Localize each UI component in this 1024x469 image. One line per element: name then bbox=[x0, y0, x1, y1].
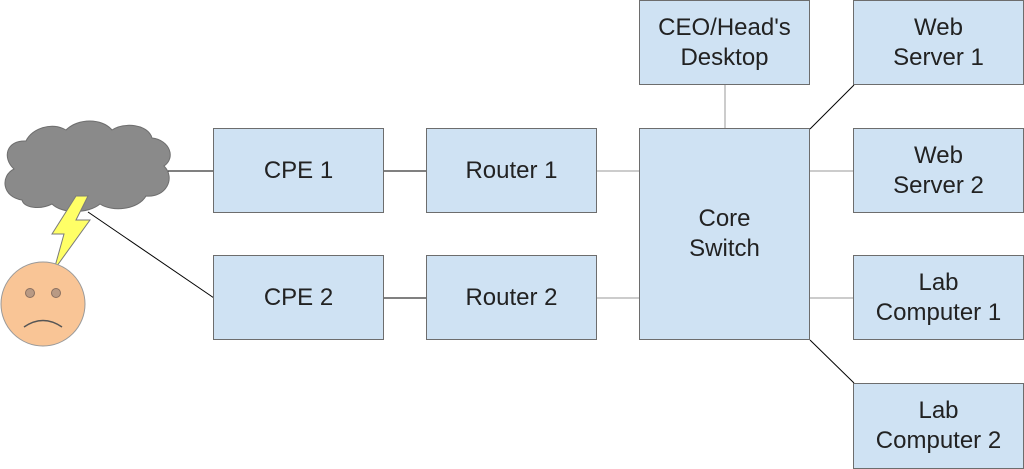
lab-computer-1-label-line-2: Computer 1 bbox=[875, 298, 1002, 326]
cpe2-label: CPE 2 bbox=[263, 283, 334, 311]
lab-computer-1-box: Lab Computer 1 bbox=[853, 255, 1024, 340]
link-switch-web1 bbox=[809, 84, 855, 130]
web-server-1-box: Web Server 1 bbox=[853, 0, 1024, 85]
ceo-desktop-box: CEO/Head's Desktop bbox=[639, 0, 810, 85]
router1-label: Router 1 bbox=[465, 156, 558, 184]
web-server-1-label-line-2: Server 1 bbox=[893, 43, 984, 71]
cpe1-box: CPE 1 bbox=[213, 128, 384, 213]
link-switch-lab2 bbox=[809, 339, 855, 384]
router2-box: Router 2 bbox=[426, 255, 597, 340]
web-server-1-label-line-1: Web bbox=[914, 13, 963, 41]
web-server-2-label-line-2: Server 2 bbox=[893, 171, 984, 199]
lab-computer-2-label-line-2: Computer 2 bbox=[875, 427, 1002, 454]
lab-computer-2-box: Lab Computer 2 bbox=[853, 383, 1024, 469]
core-switch-box: Core Switch bbox=[639, 128, 810, 340]
web-server-2-label-line-1: Web bbox=[914, 141, 963, 169]
core-switch-label-line-1: Core bbox=[698, 205, 751, 232]
lab-computer-2-label-line-1: Lab bbox=[918, 397, 959, 424]
router2-label: Router 2 bbox=[465, 283, 558, 311]
lab-computer-1-label-line-1: Lab bbox=[918, 268, 959, 296]
cpe1-label: CPE 1 bbox=[263, 156, 334, 184]
cloud-icon bbox=[4, 120, 171, 212]
core-switch-label-line-2: Switch bbox=[689, 235, 760, 262]
ceo-desktop-label-line-1: CEO/Head's bbox=[658, 13, 791, 41]
link-cloud-cpe2 bbox=[87, 211, 215, 299]
lightning-bolt-icon bbox=[51, 195, 91, 271]
sad-face-icon bbox=[0, 261, 86, 347]
ceo-desktop-label-line-2: Desktop bbox=[680, 43, 769, 71]
cpe2-box: CPE 2 bbox=[213, 255, 384, 340]
router1-box: Router 1 bbox=[426, 128, 597, 213]
web-server-2-box: Web Server 2 bbox=[853, 128, 1024, 213]
